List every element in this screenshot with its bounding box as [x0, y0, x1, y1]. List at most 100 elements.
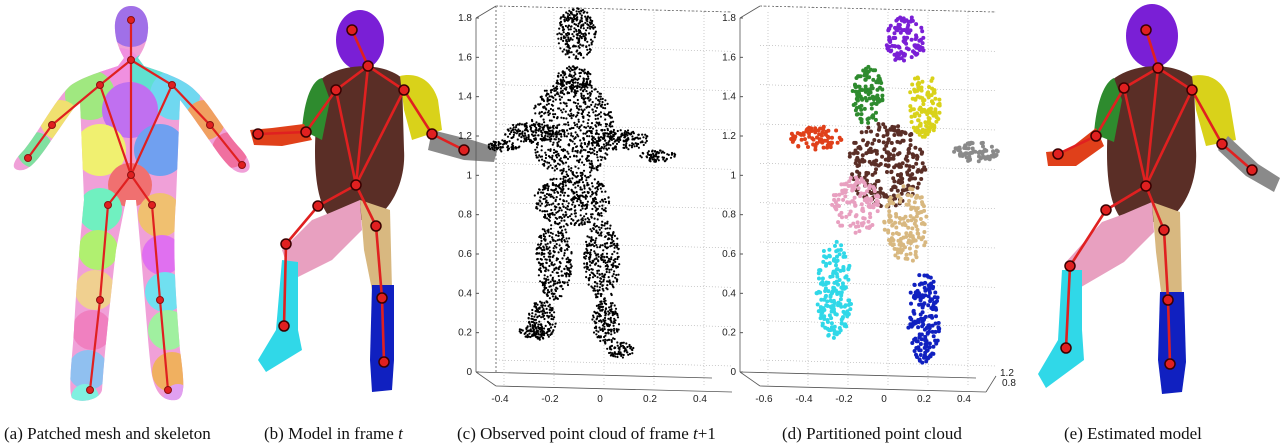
partition-point: [934, 119, 939, 124]
partition-point: [925, 112, 930, 117]
cloud-point: [589, 148, 592, 151]
cloud-point: [546, 98, 549, 101]
partition-point: [867, 75, 872, 80]
partition-point: [924, 359, 929, 364]
cloud-point: [579, 209, 582, 212]
cloud-point: [563, 133, 566, 136]
partition-point: [880, 154, 885, 159]
partition-point: [873, 117, 878, 122]
cloud-point: [604, 273, 607, 276]
cloud-point: [656, 155, 659, 159]
cloud-point: [552, 100, 555, 103]
partition-point: [815, 302, 820, 307]
cloud-point: [530, 140, 533, 143]
partition-point: [881, 140, 886, 145]
cloud-point: [596, 276, 599, 279]
cloud-point: [529, 335, 532, 339]
partition-point: [912, 200, 917, 205]
cloud-point: [539, 323, 542, 326]
cloud-point: [543, 228, 546, 231]
cloud-point: [562, 199, 565, 202]
cloud-point: [614, 276, 617, 279]
cloud-point: [535, 121, 538, 124]
cloud-point: [603, 297, 606, 300]
cloud-point: [530, 315, 533, 318]
partition-point: [818, 126, 823, 131]
cloud-point: [570, 108, 573, 111]
cloud-point: [599, 115, 602, 118]
cloud-point: [630, 144, 634, 147]
cloud-point: [629, 347, 632, 350]
cloud-point: [590, 160, 593, 163]
cloud-point: [569, 38, 572, 41]
cloud-point: [555, 164, 558, 167]
cloud-point: [613, 242, 616, 245]
cloud-point: [590, 248, 593, 252]
cloud-point: [564, 88, 568, 91]
cloud-point: [555, 243, 558, 246]
cloud-point: [616, 256, 619, 259]
partition-point: [831, 298, 836, 303]
partition-point: [877, 139, 881, 143]
partition-point: [822, 317, 827, 321]
partition-point: [973, 149, 978, 154]
cloud-point: [506, 135, 510, 138]
partition-point: [916, 181, 921, 186]
cloud-point: [603, 209, 606, 212]
cloud-point: [671, 152, 674, 155]
cloud-point: [558, 209, 561, 212]
cloud-point: [553, 138, 556, 141]
cloud-point: [609, 245, 612, 248]
partition-point: [909, 37, 914, 42]
cloud-point: [580, 14, 583, 17]
cloud-point: [550, 212, 553, 215]
partition-point: [861, 138, 866, 143]
cloud-point: [582, 120, 585, 123]
cloud-point: [517, 128, 520, 131]
cloud-point: [540, 114, 543, 117]
cloud-point: [574, 81, 577, 84]
cloud-point: [577, 102, 580, 105]
cloud-point: [547, 193, 550, 197]
cloud-point: [530, 141, 533, 144]
cloud-point: [613, 337, 616, 341]
cloud-point: [575, 193, 579, 196]
cloud-point: [589, 251, 592, 254]
cloud-point: [587, 24, 590, 27]
cloud-point: [565, 173, 568, 176]
cloud-point: [572, 53, 575, 56]
cloud-point: [585, 270, 588, 273]
cloud-point: [579, 171, 582, 174]
caption-e-text: (e) Estimated model: [1064, 424, 1202, 443]
partition-point: [822, 308, 827, 312]
partition-point: [918, 342, 923, 346]
partition-point: [912, 319, 917, 324]
cloud-point: [520, 136, 523, 139]
partition-point: [920, 310, 925, 315]
cloud-point: [580, 96, 583, 99]
cloud-point: [604, 265, 607, 268]
partition-point: [969, 150, 974, 155]
cloud-point: [547, 305, 550, 308]
partition-point: [906, 183, 911, 188]
partition-point: [896, 128, 901, 133]
cloud-point: [651, 158, 654, 161]
cloud-point: [570, 90, 573, 93]
cloud-point: [551, 143, 554, 146]
cloud-point: [547, 155, 551, 158]
cloud-point: [565, 231, 568, 234]
cloud-point: [570, 117, 573, 120]
cloud-point: [557, 42, 560, 45]
cloud-point: [617, 323, 621, 326]
cloud-point: [586, 26, 589, 29]
cloud-point: [530, 133, 534, 136]
cloud-point: [559, 82, 562, 85]
cloud-point: [578, 180, 581, 184]
cloud-point: [544, 210, 547, 213]
cloud-point: [540, 133, 543, 136]
cloud-point: [508, 132, 511, 136]
cloud-point: [573, 91, 576, 94]
partition-point: [930, 329, 935, 334]
cloud-point: [558, 32, 561, 35]
partition-point: [898, 172, 903, 177]
